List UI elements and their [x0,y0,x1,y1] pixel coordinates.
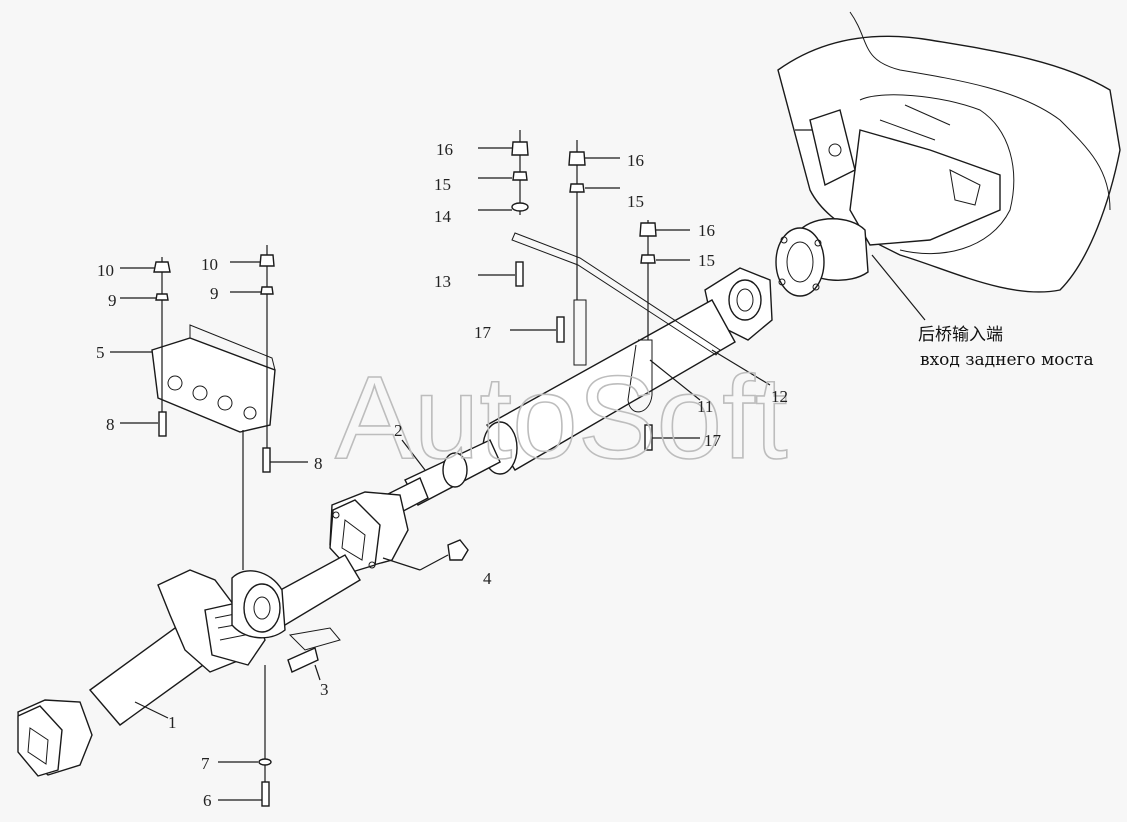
callout-8-left: 8 [106,415,115,434]
callout-17-a: 17 [474,323,492,342]
callout-5: 5 [96,343,105,362]
callout-7: 7 [201,754,210,773]
callout-16-b: 16 [627,151,644,170]
leader-lines [110,147,926,801]
callout-15-a: 15 [434,175,451,194]
propeller-shaft-2 [379,299,736,519]
hardware-fasteners [153,130,657,807]
callout-16-a: 16 [436,140,453,159]
callout-1: 1 [168,713,177,732]
callout-11: 11 [697,397,713,416]
callout-labels: 1 2 3 4 5 6 7 8 8 9 9 10 10 11 12 13 14 … [96,140,788,810]
callout-15-c: 15 [698,251,715,270]
callout-3: 3 [320,680,329,699]
rear-axle-input-note: 后桥输入端 вход заднего моста [918,325,1094,370]
callout-12: 12 [771,387,788,406]
note-line-russian: вход заднего моста [920,350,1094,370]
callout-2: 2 [394,421,403,440]
callout-4: 4 [483,569,492,588]
callout-17-b: 17 [704,431,722,450]
callout-13: 13 [434,272,451,291]
axle-input-flange [775,218,869,297]
watermark-text: AutoSoft [335,352,788,484]
callout-10-left: 10 [97,261,114,280]
middle-universal-joint [329,491,409,573]
front-universal-joint [17,699,93,777]
center-bearing-support [157,569,341,673]
callout-6: 6 [203,791,212,810]
callout-15-b: 15 [627,192,644,211]
callout-14: 14 [434,207,452,226]
propeller-shaft-1 [88,554,361,726]
callout-9-left: 9 [108,291,117,310]
callout-10-right: 10 [201,255,218,274]
bracket-5 [151,324,276,433]
callout-16-c: 16 [698,221,715,240]
note-line-chinese: 后桥输入端 [918,325,1003,345]
support-strap [511,232,721,413]
callout-9-right: 9 [210,284,219,303]
callout-8-right: 8 [314,454,323,473]
